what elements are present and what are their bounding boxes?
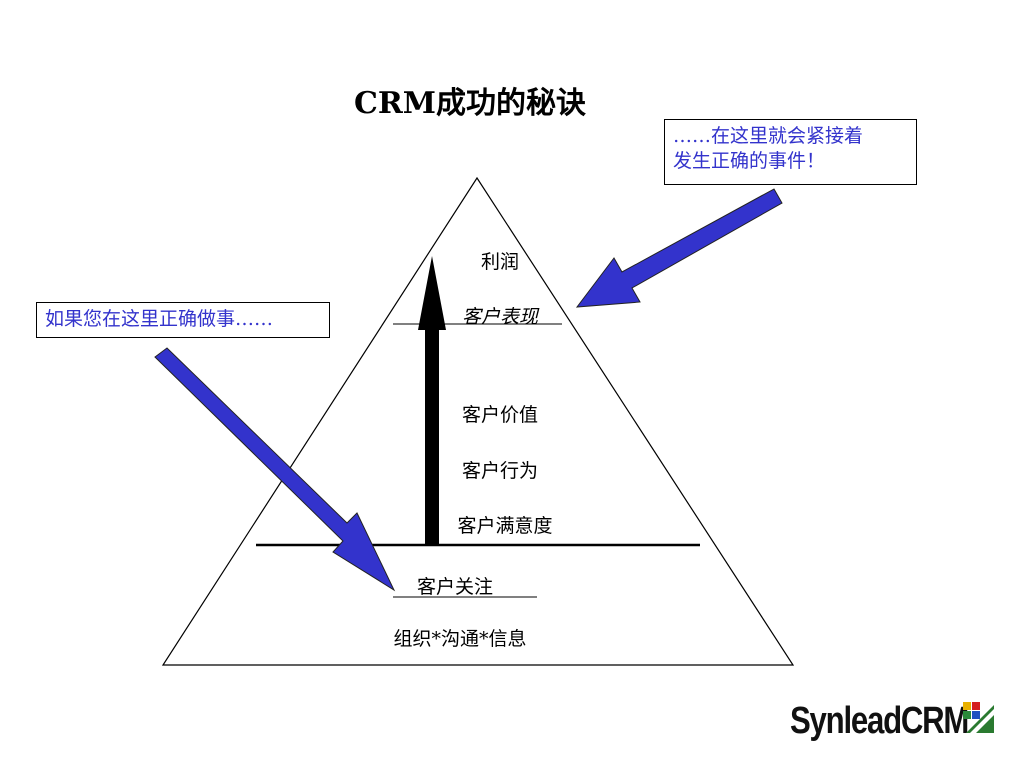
logo-mark-icon	[963, 702, 994, 733]
logo: SynleadCRM	[790, 696, 1007, 746]
callout-top-right: ……在这里就会紧接着 发生正确的事件！	[664, 119, 917, 185]
upward-arrow	[418, 256, 446, 545]
label-customer-behavior: 客户行为	[461, 460, 538, 482]
blue-arrow-top-right	[575, 188, 783, 308]
label-customer-performance: 客户表现	[461, 306, 538, 328]
logo-text: SynleadCRM	[790, 699, 969, 742]
label-customer-value: 客户价值	[461, 404, 538, 426]
blue-arrow-left	[154, 347, 396, 592]
label-profit: 利润	[480, 251, 519, 273]
label-customer-satisfaction: 客户满意度	[457, 515, 553, 537]
callout-top-line2: 发生正确的事件！	[673, 150, 826, 172]
label-customer-focus: 客户关注	[416, 576, 493, 598]
callout-top-line1: ……在这里就会紧接着	[673, 125, 864, 147]
callout-left: 如果您在这里正确做事……	[36, 302, 330, 338]
label-foundation: 组织*沟通*信息	[393, 628, 527, 650]
slide-title: CRM成功的秘诀	[353, 86, 587, 121]
pyramid-outline	[161, 176, 795, 666]
